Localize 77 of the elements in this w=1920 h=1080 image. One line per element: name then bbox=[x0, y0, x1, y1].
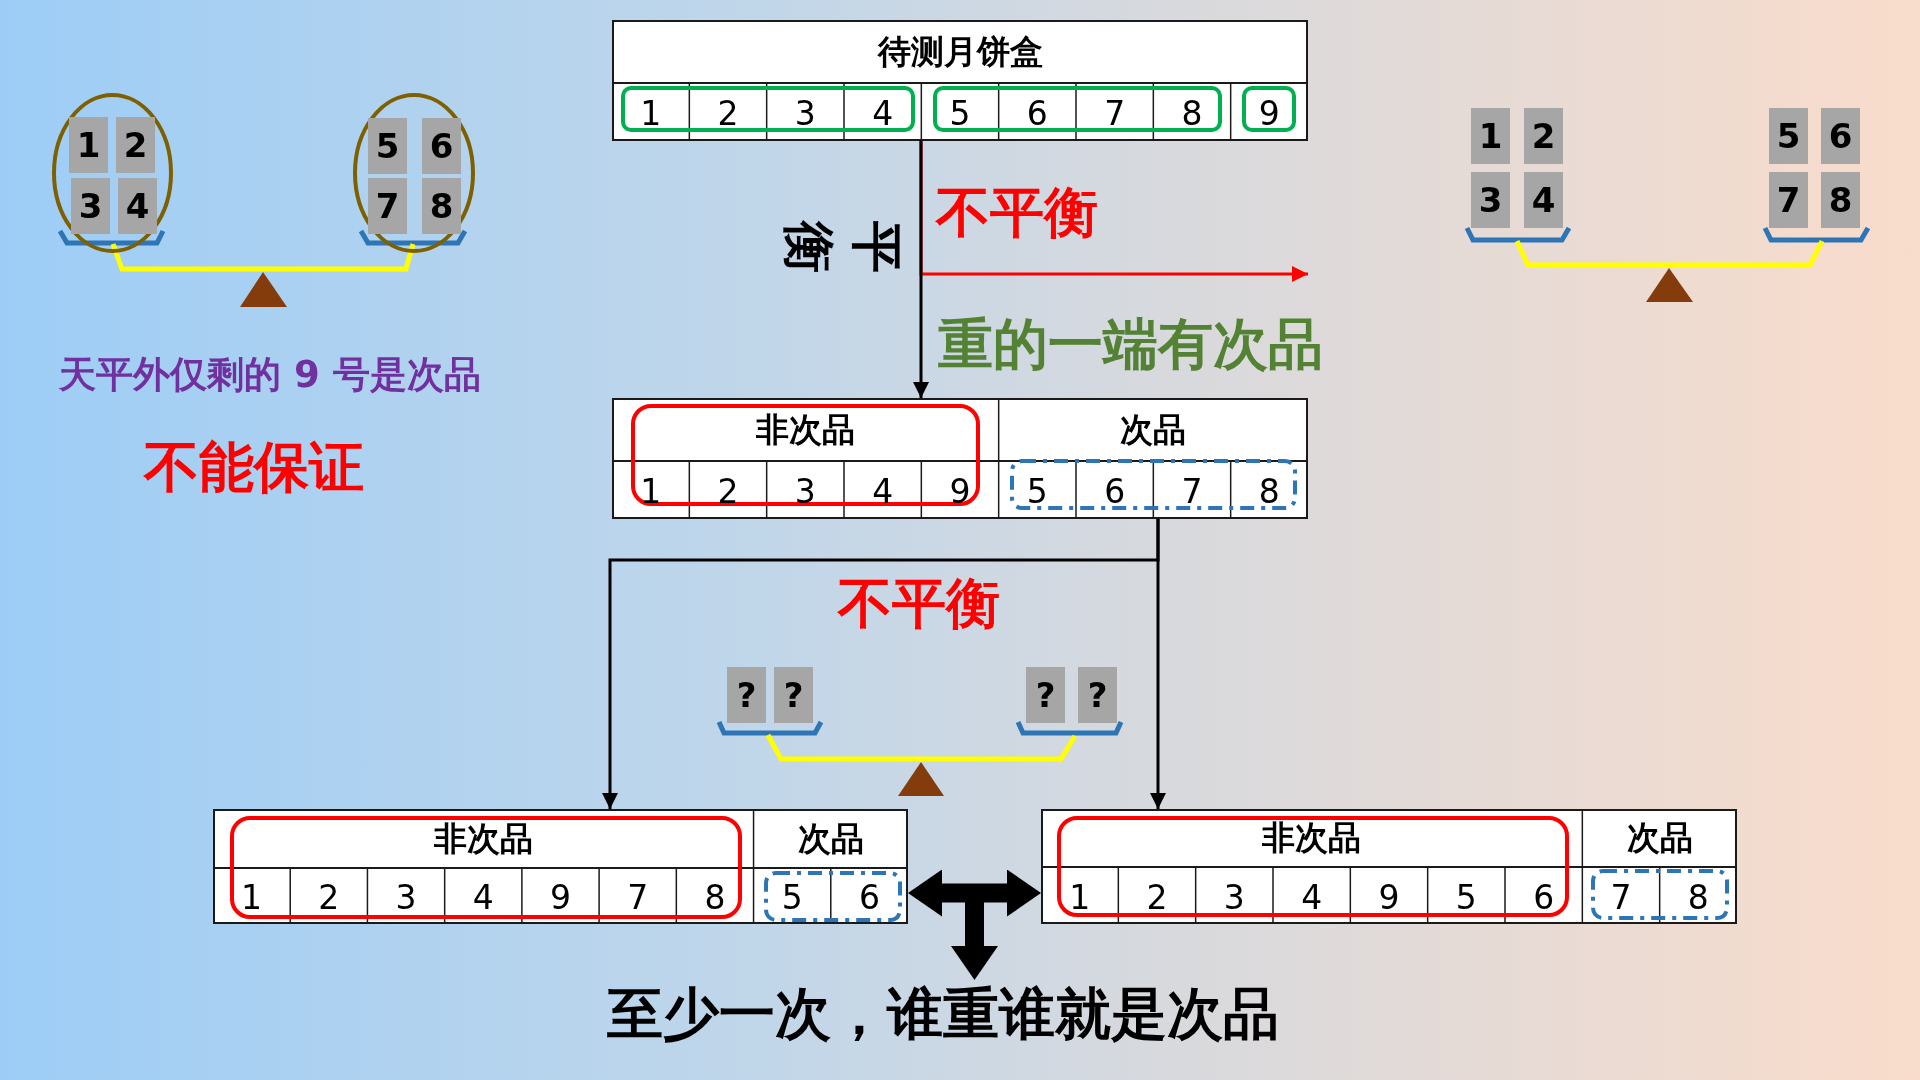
cell-number: 9 bbox=[550, 879, 571, 917]
cell-number: 3 bbox=[794, 473, 816, 511]
cell-number: 2 bbox=[318, 879, 340, 917]
cell-number: 6 bbox=[1026, 95, 1048, 133]
table bbox=[1041, 809, 1737, 924]
number-tile: 5 bbox=[1769, 108, 1808, 164]
table-header: 非次品 bbox=[433, 819, 533, 858]
cell-number: 5 bbox=[1026, 473, 1048, 511]
number-tile: 1 bbox=[69, 117, 108, 173]
table-header: 次品 bbox=[1626, 819, 1693, 857]
question-tile: ? bbox=[1026, 667, 1065, 723]
edge-label: 平衡 bbox=[778, 219, 908, 275]
cell-number: 9 bbox=[1258, 95, 1280, 133]
table bbox=[213, 809, 908, 924]
table bbox=[612, 20, 1308, 141]
cell-number: 9 bbox=[1378, 878, 1400, 917]
number-tile: 5 bbox=[368, 118, 407, 174]
cell-number: 1 bbox=[1069, 878, 1091, 917]
cell-number: 1 bbox=[241, 879, 263, 917]
number-tile: 2 bbox=[1524, 108, 1563, 164]
cell-number: 8 bbox=[704, 879, 726, 917]
cell-number: 8 bbox=[1687, 878, 1709, 917]
cell-number: 7 bbox=[1104, 95, 1126, 133]
table-header: 待测月饼盒 bbox=[877, 32, 1043, 71]
cell-number: 7 bbox=[1610, 878, 1632, 917]
cell-number: 6 bbox=[1533, 878, 1555, 917]
warning-text: 不能保证 bbox=[144, 436, 364, 500]
heading-text: 不平衡 bbox=[838, 572, 1000, 636]
cell-number: 3 bbox=[395, 879, 417, 917]
number-tile: 7 bbox=[368, 178, 407, 234]
number-tile: 4 bbox=[1524, 172, 1563, 228]
conclusion-text: 至少一次，谁重谁就是次品 bbox=[607, 980, 1279, 1048]
cell-number: 7 bbox=[1181, 473, 1203, 511]
cell-number: 4 bbox=[1301, 878, 1323, 917]
number-tile: 3 bbox=[71, 178, 110, 234]
cell-number: 2 bbox=[717, 473, 739, 511]
cell-number: 5 bbox=[781, 879, 803, 917]
cell-number: 3 bbox=[794, 95, 816, 133]
number-tile: 7 bbox=[1769, 172, 1808, 228]
number-tile: 2 bbox=[116, 117, 155, 173]
cell-number: 8 bbox=[1258, 473, 1280, 511]
question-tile: ? bbox=[727, 667, 766, 723]
cell-number: 3 bbox=[1223, 878, 1245, 917]
cell-number: 2 bbox=[717, 95, 739, 133]
note-text: 天平外仅剩的 9 号是次品 bbox=[59, 353, 481, 397]
number-tile: 8 bbox=[422, 178, 461, 234]
number-tile: 6 bbox=[422, 118, 461, 174]
table bbox=[612, 398, 1308, 519]
cell-number: 4 bbox=[872, 95, 894, 133]
cell-number: 5 bbox=[1455, 878, 1477, 917]
cell-number: 8 bbox=[1181, 95, 1203, 133]
cell-number: 4 bbox=[472, 879, 494, 917]
edge-label: 不平衡 bbox=[936, 181, 1098, 245]
table-header: 次品 bbox=[1120, 410, 1187, 449]
question-tile: ? bbox=[774, 667, 813, 723]
cell-number: 5 bbox=[949, 95, 971, 133]
number-tile: 6 bbox=[1821, 108, 1860, 164]
cell-number: 1 bbox=[640, 473, 662, 511]
cell-number: 2 bbox=[1146, 878, 1168, 917]
double-arrow bbox=[908, 869, 1041, 917]
table-header: 非次品 bbox=[1262, 819, 1362, 857]
number-tile: 4 bbox=[118, 178, 157, 234]
cell-number: 1 bbox=[640, 95, 662, 133]
cell-number: 7 bbox=[627, 879, 649, 917]
arrow bbox=[1150, 519, 1166, 809]
cell-number: 9 bbox=[949, 473, 971, 511]
number-tile: 8 bbox=[1821, 172, 1860, 228]
cell-number: 4 bbox=[872, 473, 894, 511]
note-text: 重的一端有次品 bbox=[937, 313, 1323, 377]
cell-number: 6 bbox=[858, 879, 880, 917]
arrow bbox=[913, 141, 929, 398]
number-tile: 1 bbox=[1471, 108, 1510, 164]
table-header: 次品 bbox=[797, 819, 864, 858]
question-tile: ? bbox=[1078, 667, 1117, 723]
cell-number: 6 bbox=[1104, 473, 1126, 511]
number-tile: 3 bbox=[1471, 172, 1510, 228]
table-header: 非次品 bbox=[755, 410, 855, 449]
